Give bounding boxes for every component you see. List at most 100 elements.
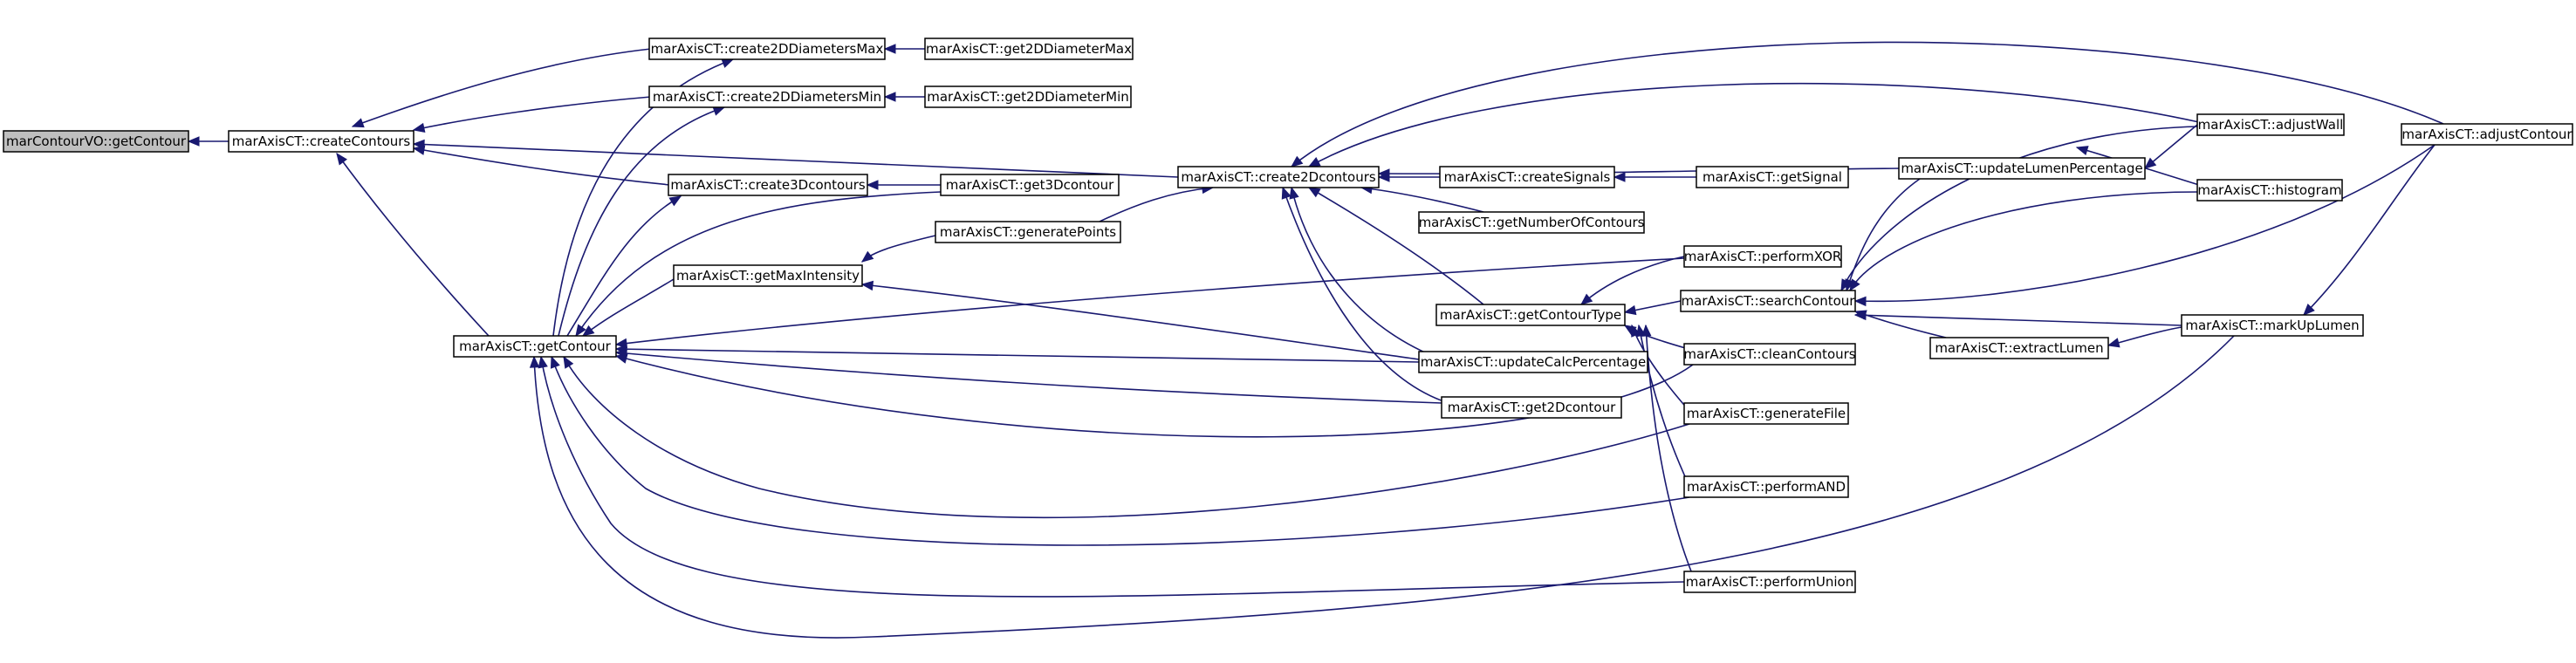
arrow-head: [860, 280, 874, 291]
edge-line: [1291, 41, 2444, 167]
node-label: marAxisCT::createSignals: [1444, 169, 1611, 185]
node-gf[interactable]: marAxisCT::generateFile: [1683, 402, 1849, 425]
node-label: marAxisCT::updateLumenPercentage: [1901, 161, 2142, 176]
node-box: [1680, 290, 1856, 312]
arrow-head: [860, 250, 874, 263]
arrow-head: [351, 118, 365, 128]
node-cc[interactable]: marAxisCT::createContours: [228, 130, 414, 153]
edge-gc-to-c2dmin: [558, 106, 726, 337]
node-gnoc[interactable]: marAxisCT::getNumberOfContours: [1418, 211, 1645, 234]
node-aw[interactable]: marAxisCT::adjustWall: [2196, 113, 2345, 136]
edge-line: [861, 235, 936, 263]
arrow-head: [563, 355, 574, 369]
arrow-head: [550, 355, 560, 369]
node-c2dmax[interactable]: marAxisCT::create2DDiametersMax: [648, 38, 886, 60]
node-c2dmin[interactable]: marAxisCT::create2DDiametersMin: [648, 85, 886, 108]
node-gct[interactable]: marAxisCT::getContourType: [1435, 304, 1626, 326]
edge-gct-to-sc: [1623, 300, 1682, 316]
edge-line: [575, 191, 942, 337]
node-c3d[interactable]: marAxisCT::create3Dcontours: [668, 174, 868, 196]
node-label: marAxisCT::generateFile: [1687, 406, 1846, 421]
edge-line: [1360, 187, 1484, 213]
edge-line: [615, 352, 1442, 404]
arrow-head: [1613, 172, 1626, 182]
arrow-head: [1307, 157, 1321, 167]
edge-gct-to-pu: [1641, 324, 1694, 577]
edge-line: [1846, 178, 1921, 291]
node-box: [1177, 166, 1380, 188]
edge-gct-to-pxor: [1579, 256, 1685, 305]
arrow-head: [1641, 324, 1652, 337]
node-label: marContourVO::getContour: [6, 133, 187, 149]
edge-line: [551, 356, 1690, 546]
node-ac[interactable]: marAxisCT::adjustContour: [2401, 123, 2573, 146]
edge-sc-to-ulp: [1845, 178, 1921, 292]
edge-cc-to-c2d: [412, 139, 1179, 178]
edge-sc-to-mul: [1853, 310, 2182, 326]
edge-sc-to-hist: [1849, 191, 2200, 292]
node-el[interactable]: marAxisCT::extractLumen: [1929, 337, 2109, 359]
edge-line: [1645, 325, 1694, 577]
edge-line: [1854, 144, 2436, 303]
arrow-head: [1377, 168, 1390, 179]
node-g3d[interactable]: marAxisCT::get3Dcontour: [940, 174, 1120, 196]
arrow-head: [581, 325, 595, 337]
node-gmi[interactable]: marAxisCT::getMaxIntensity: [673, 264, 863, 287]
node-box: [2196, 113, 2345, 136]
node-gs[interactable]: marAxisCT::getSignal: [1696, 166, 1849, 188]
node-label: marAxisCT::adjustContour: [2401, 126, 2573, 142]
node-label: marAxisCT::histogram: [2197, 182, 2341, 198]
edge-cc-to-gc: [336, 152, 490, 337]
node-label: marAxisCT::getContour: [459, 338, 612, 354]
node-ulp[interactable]: marAxisCT::updateLumenPercentage: [1898, 157, 2146, 180]
edge-line: [1854, 314, 2182, 326]
edge-cs-to-gs: [1613, 172, 1696, 182]
node-box: [648, 38, 886, 60]
edge-cc-to-c2dmax: [351, 48, 652, 128]
node-hist[interactable]: marAxisCT::histogram: [2196, 179, 2343, 202]
arrow-head: [575, 324, 586, 338]
node-g2d[interactable]: marAxisCT::get2Dcontour: [1441, 396, 1622, 419]
node-pu[interactable]: marAxisCT::performUnion: [1683, 571, 1856, 593]
edge-line: [1308, 187, 1484, 305]
node-c2d[interactable]: marAxisCT::create2Dcontours: [1177, 166, 1380, 188]
arrow-head: [721, 58, 735, 68]
node-box: [940, 174, 1120, 196]
node-gc[interactable]: marAxisCT::getContour: [453, 335, 617, 358]
node-label: marAxisCT::performXOR: [1684, 249, 1842, 264]
node-sc[interactable]: marAxisCT::searchContour: [1680, 290, 1856, 312]
edge-sc-to-el: [1853, 310, 1947, 338]
node-pand[interactable]: marAxisCT::performAND: [1683, 475, 1849, 498]
edge-gc-to-pand: [550, 355, 1690, 546]
node-clc[interactable]: marAxisCT::cleanContours: [1683, 343, 1856, 366]
node-pxor[interactable]: marAxisCT::performXOR: [1683, 245, 1842, 268]
node-box: [453, 335, 617, 358]
edge-gc-to-pu: [538, 355, 1685, 598]
edge-gc-to-gf: [563, 355, 1690, 519]
node-box: [924, 38, 1134, 60]
edge-cc-to-c2dmin: [412, 96, 652, 133]
arrow-head: [2107, 338, 2120, 348]
node-mul[interactable]: marAxisCT::markUpLumen: [2181, 314, 2364, 337]
arrow-head: [2303, 304, 2315, 316]
arrow-head: [538, 355, 548, 369]
node-ucp[interactable]: marAxisCT::updateCalcPercentage: [1418, 351, 1648, 373]
node-g2dmax[interactable]: marAxisCT::get2DDiameterMax: [924, 38, 1134, 60]
arrow-head: [529, 355, 540, 368]
arrow-head: [883, 92, 896, 102]
node-root[interactable]: marContourVO::getContour: [3, 130, 189, 153]
edge-gc-to-mul: [529, 335, 2235, 639]
node-label: marAxisCT::createContours: [232, 133, 411, 149]
edge-c2d-to-gnoc: [1360, 183, 1484, 213]
edge-line: [1099, 187, 1214, 222]
node-label: marAxisCT::updateCalcPercentage: [1421, 354, 1647, 370]
node-g2dmin[interactable]: marAxisCT::get2DDiameterMin: [924, 85, 1132, 108]
node-box: [1898, 157, 2146, 180]
node-cs[interactable]: marAxisCT::createSignals: [1439, 166, 1615, 188]
node-gp[interactable]: marAxisCT::generatePoints: [935, 221, 1121, 243]
node-label: marAxisCT::getSignal: [1702, 169, 1842, 185]
edge-gc-to-ucp: [614, 344, 1420, 363]
edge-c2dmin-to-g2dmin: [883, 92, 925, 102]
arrow-head: [866, 180, 879, 190]
